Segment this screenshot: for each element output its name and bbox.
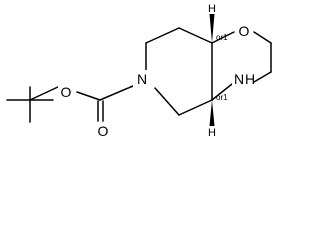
oxazine-ring	[211, 31, 272, 101]
bond-c-bottom-to-n	[154, 87, 180, 116]
bond-c-top-to-fusion-top	[178, 27, 213, 44]
bond-c-right-lower-to-ring-amine	[253, 71, 272, 83]
bond-fusion-bottom-to-c-bottom	[178, 99, 213, 116]
carbamate-nitrogen-label: N	[137, 71, 147, 87]
bottom-stereo-descriptor: or1	[216, 93, 228, 102]
ring-oxygen-label: O	[239, 23, 250, 39]
bond-ester-oxygen-to-carbonyl-carbon	[76, 91, 101, 101]
bond-ring-oxygen-to-c-right-upper	[253, 31, 272, 44]
stereo-wedge-bottom	[209, 100, 215, 126]
top-stereo-hydrogen-label: H	[208, 3, 216, 15]
bond-carbonyl-to-ring-nitrogen	[99, 85, 134, 101]
ester-oxygen-label: O	[61, 84, 72, 100]
piperidine-ring	[145, 27, 213, 116]
boc-carbamate	[76, 85, 134, 122]
top-stereo-descriptor: or1	[216, 33, 228, 42]
bond-fusion-top-to-ring-oxygen	[211, 31, 235, 44]
bottom-stereo-hydrogen-label: H	[208, 127, 216, 139]
stereo-wedge-top	[209, 14, 215, 43]
bond-c-upper-left-to-c-top	[145, 27, 180, 44]
tert-butyl-group	[6, 85, 61, 123]
chemical-structure: O O N O N H H H or1 or1	[6, 3, 272, 139]
bond-tbu-to-ester-oxygen	[29, 85, 61, 101]
ring-amine-hydrogen-label: H	[245, 71, 255, 87]
carbonyl-oxygen-label: O	[98, 123, 109, 139]
bond-ring-amine-to-fusion-bottom	[211, 83, 233, 101]
ring-amine-label: N	[234, 71, 244, 87]
